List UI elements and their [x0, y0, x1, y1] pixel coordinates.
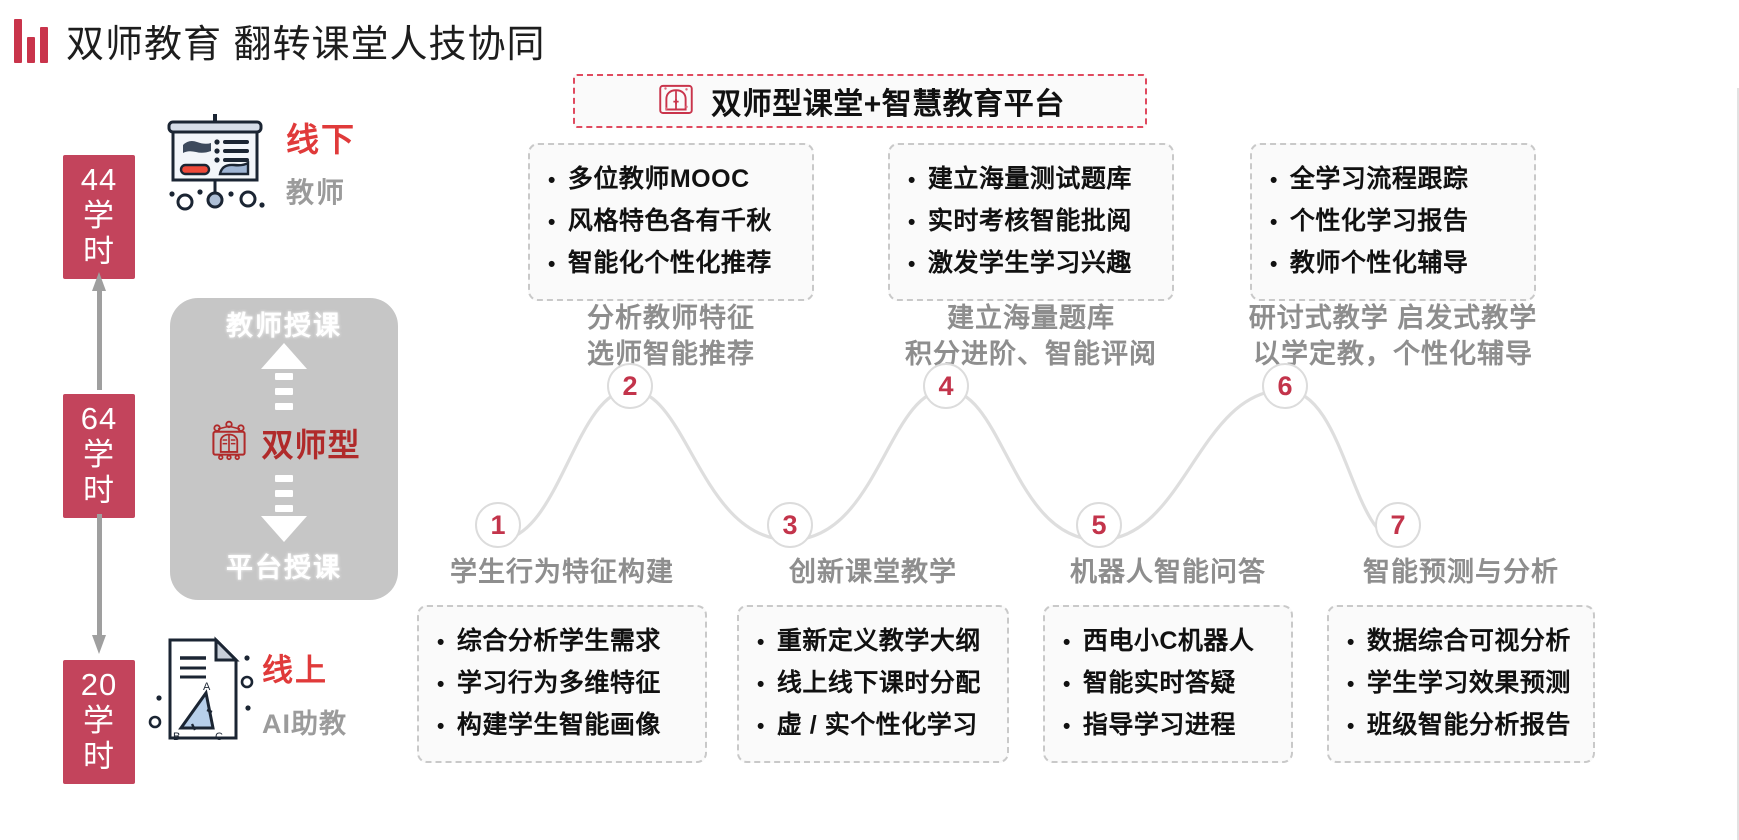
- list-item: 西电小C机器人: [1063, 621, 1281, 663]
- bottom-bullet-box-2: 重新定义教学大纲 线上线下课时分配 虚 / 实个性化学习: [737, 605, 1009, 763]
- list-item: 指导学习进程: [1063, 705, 1281, 747]
- hours-badge-64-unit2: 时: [83, 473, 115, 508]
- hours-badge-20: 20 学 时: [63, 660, 135, 784]
- online-label-group: 线上 AI助教: [262, 645, 347, 741]
- stage-caption-5-line1: 机器人智能问答: [1070, 557, 1266, 587]
- stage-node-7[interactable]: 7: [1375, 502, 1421, 548]
- list-item: 虚 / 实个性化学习: [757, 705, 997, 747]
- stage-caption-5: 机器人智能问答: [1035, 554, 1301, 590]
- arrow-up-dashed-icon: [261, 343, 307, 414]
- hours-badge-44: 44 学 时: [63, 155, 135, 279]
- list-item: 重新定义教学大纲: [757, 621, 997, 663]
- stage-caption-3: 创新课堂教学: [737, 554, 1009, 590]
- hours-badge-64-value: 64: [80, 401, 118, 436]
- stage-caption-1-line1: 学生行为特征构建: [450, 557, 674, 587]
- list-item: 学习行为多维特征: [437, 663, 695, 705]
- list-item: 个性化学习报告: [1270, 201, 1524, 243]
- online-subtitle: AI助教: [262, 709, 347, 739]
- list-item: 综合分析学生需求: [437, 621, 695, 663]
- dual-teacher-label: 双师型: [261, 426, 361, 463]
- list-item: 线上线下课时分配: [757, 663, 997, 705]
- stage-caption-4: 建立海量题库 积分进阶、智能评阅: [888, 300, 1174, 372]
- online-title: 线上: [262, 653, 328, 688]
- stage-node-5[interactable]: 5: [1076, 502, 1122, 548]
- offline-label-group: 线下 教师: [286, 113, 356, 211]
- stage-caption-2: 分析教师特征 选师智能推荐: [528, 300, 814, 372]
- top-bullet-box-3: 全学习流程跟踪 个性化学习报告 教师个性化辅导: [1250, 143, 1536, 301]
- list-item: 智能实时答疑: [1063, 663, 1281, 705]
- stage-node-1-number: 1: [490, 509, 506, 540]
- list-item: 教师个性化辅导: [1270, 243, 1524, 285]
- bar-chart-logo-icon: [14, 17, 48, 63]
- svg-text:A: A: [203, 681, 211, 693]
- right-divider: [1737, 88, 1739, 840]
- mode-panel-bottom-label: 平台授课: [226, 553, 342, 583]
- list-item: 多位教师MOOC: [548, 159, 802, 201]
- stage-caption-7-line1: 智能预测与分析: [1363, 557, 1559, 587]
- stage-node-6[interactable]: 6: [1262, 363, 1308, 409]
- stage-node-3-number: 3: [782, 509, 798, 540]
- stage-caption-7: 智能预测与分析: [1327, 554, 1595, 590]
- stage-node-4[interactable]: 4: [923, 363, 969, 409]
- list-item: 学生学习效果预测: [1347, 663, 1583, 705]
- stage-node-6-number: 6: [1277, 370, 1293, 401]
- list-item: 激发学生学习兴趣: [908, 243, 1162, 285]
- offline-title: 线下: [286, 121, 356, 158]
- document-geometry-icon: A B C: [143, 630, 263, 753]
- dual-teacher-group: 双师型: [207, 418, 360, 467]
- list-item: 建立海量测试题库: [908, 159, 1162, 201]
- stage-caption-6-line2: 以学定教，个性化辅导: [1253, 339, 1533, 369]
- svg-text:B: B: [173, 731, 180, 743]
- stage-caption-2-line1: 分析教师特征: [587, 303, 755, 333]
- stage-node-4-number: 4: [938, 370, 954, 401]
- whiteboard-icon: [150, 112, 280, 222]
- list-item: 智能化个性化推荐: [548, 243, 802, 285]
- hours-badge-44-unit2: 时: [83, 234, 115, 269]
- stage-caption-6: 研讨式教学 启发式教学 以学定教，个性化辅导: [1242, 300, 1544, 372]
- hours-badge-44-unit1: 学: [83, 198, 115, 233]
- mode-panel-top-label: 教师授课: [226, 311, 342, 341]
- arrow-down-icon: [92, 514, 106, 654]
- stage-caption-3-line1: 创新课堂教学: [789, 557, 957, 587]
- list-item: 全学习流程跟踪: [1270, 159, 1524, 201]
- banner-title: 双师型课堂+智慧教育平台: [711, 88, 1065, 121]
- hours-badge-20-value: 20: [80, 667, 118, 702]
- dual-teacher-icon: [207, 418, 251, 467]
- hours-badge-64-unit1: 学: [83, 437, 115, 472]
- list-item: 班级智能分析报告: [1347, 705, 1583, 747]
- svg-text:C: C: [215, 731, 223, 743]
- stage-node-3[interactable]: 3: [767, 502, 813, 548]
- slide-header: 双师教育 翻转课堂人技协同: [0, 0, 1000, 80]
- hours-badge-20-unit2: 时: [83, 739, 115, 774]
- arrow-up-icon: [92, 272, 106, 390]
- stage-caption-6-line1: 研讨式教学 启发式教学: [1248, 303, 1538, 333]
- stage-node-7-number: 7: [1390, 509, 1406, 540]
- stage-caption-2-line2: 选师智能推荐: [587, 339, 755, 369]
- list-item: 构建学生智能画像: [437, 705, 695, 747]
- book-ai-icon: [655, 78, 697, 125]
- mode-panel: 教师授课: [170, 298, 398, 600]
- offline-subtitle: 教师: [286, 177, 347, 208]
- list-item: 数据综合可视分析: [1347, 621, 1583, 663]
- stage-caption-1: 学生行为特征构建: [417, 554, 707, 590]
- bottom-bullet-box-1: 综合分析学生需求 学习行为多维特征 构建学生智能画像: [417, 605, 707, 763]
- bottom-bullet-box-4: 数据综合可视分析 学生学习效果预测 班级智能分析报告: [1327, 605, 1595, 763]
- stage-node-2[interactable]: 2: [607, 363, 653, 409]
- hours-badge-64: 64 学 时: [63, 394, 135, 518]
- top-bullet-box-2: 建立海量测试题库 实时考核智能批阅 激发学生学习兴趣: [888, 143, 1174, 301]
- page-title: 双师教育 翻转课堂人技协同: [66, 23, 546, 66]
- stage-node-2-number: 2: [622, 370, 638, 401]
- banner-dual-teacher-platform: 双师型课堂+智慧教育平台: [573, 74, 1147, 128]
- hours-badge-20-unit1: 学: [83, 703, 115, 738]
- list-item: 风格特色各有千秋: [548, 201, 802, 243]
- bottom-bullet-box-3: 西电小C机器人 智能实时答疑 指导学习进程: [1043, 605, 1293, 763]
- arrow-down-dashed-icon: [261, 471, 307, 542]
- list-item: 实时考核智能批阅: [908, 201, 1162, 243]
- stage-caption-4-line2: 积分进阶、智能评阅: [905, 339, 1157, 369]
- stage-node-5-number: 5: [1091, 509, 1107, 540]
- hours-badge-44-value: 44: [80, 162, 118, 197]
- stage-node-1[interactable]: 1: [475, 502, 521, 548]
- top-bullet-box-1: 多位教师MOOC 风格特色各有千秋 智能化个性化推荐: [528, 143, 814, 301]
- stage-caption-4-line1: 建立海量题库: [947, 303, 1115, 333]
